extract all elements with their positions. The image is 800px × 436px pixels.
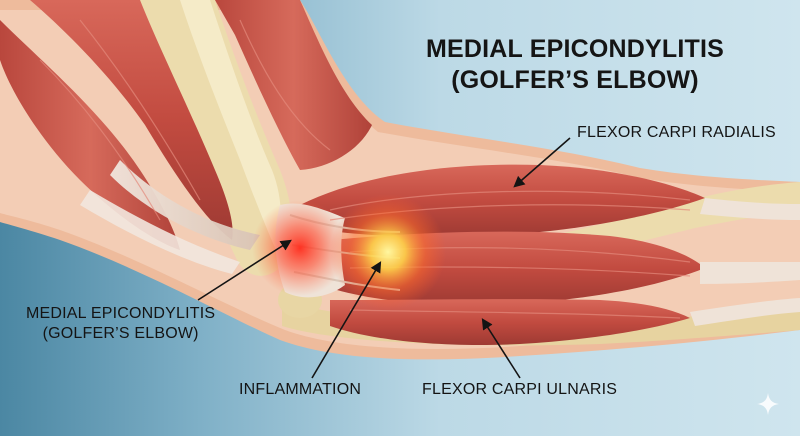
- arrow-medial-epicondylitis: [197, 239, 292, 301]
- arrow-flexor-carpi-ulnaris: [481, 318, 521, 379]
- label-flexor-carpi-radialis: FLEXOR CARPI RADIALIS: [577, 124, 776, 141]
- medial-epicondyle-inflammation: [252, 200, 348, 296]
- title-line-2: (GOLFER’S ELBOW): [451, 66, 699, 94]
- label-flexor-carpi-ulnaris: FLEXOR CARPI ULNARIS: [422, 381, 618, 398]
- arrow-inflammation: [311, 261, 382, 379]
- flexor-carpi-ulnaris-muscle: [330, 299, 690, 346]
- diagram-title: MEDIAL EPICONDYLITIS (GOLFER’S ELBOW): [405, 34, 745, 96]
- label-inflammation: INFLAMMATION: [239, 381, 362, 398]
- arrow-flexor-carpi-radialis: [513, 137, 571, 188]
- label-medial-line-1: MEDIAL EPICONDYLITIS: [26, 305, 216, 322]
- label-medial-epicondylitis: MEDIAL EPICONDYLITIS (GOLFER’S ELBOW): [26, 304, 215, 344]
- title-line-1: MEDIAL EPICONDYLITIS: [425, 35, 724, 63]
- upper-arm-muscle-2: [30, 0, 233, 240]
- label-medial-line-2: (GOLFER’S ELBOW): [42, 325, 199, 342]
- inflammation-glow: [330, 194, 446, 310]
- upper-arm-muscle-3: [215, 0, 372, 170]
- sparkle-icon: [757, 393, 779, 415]
- humerus-bone: [140, 0, 292, 276]
